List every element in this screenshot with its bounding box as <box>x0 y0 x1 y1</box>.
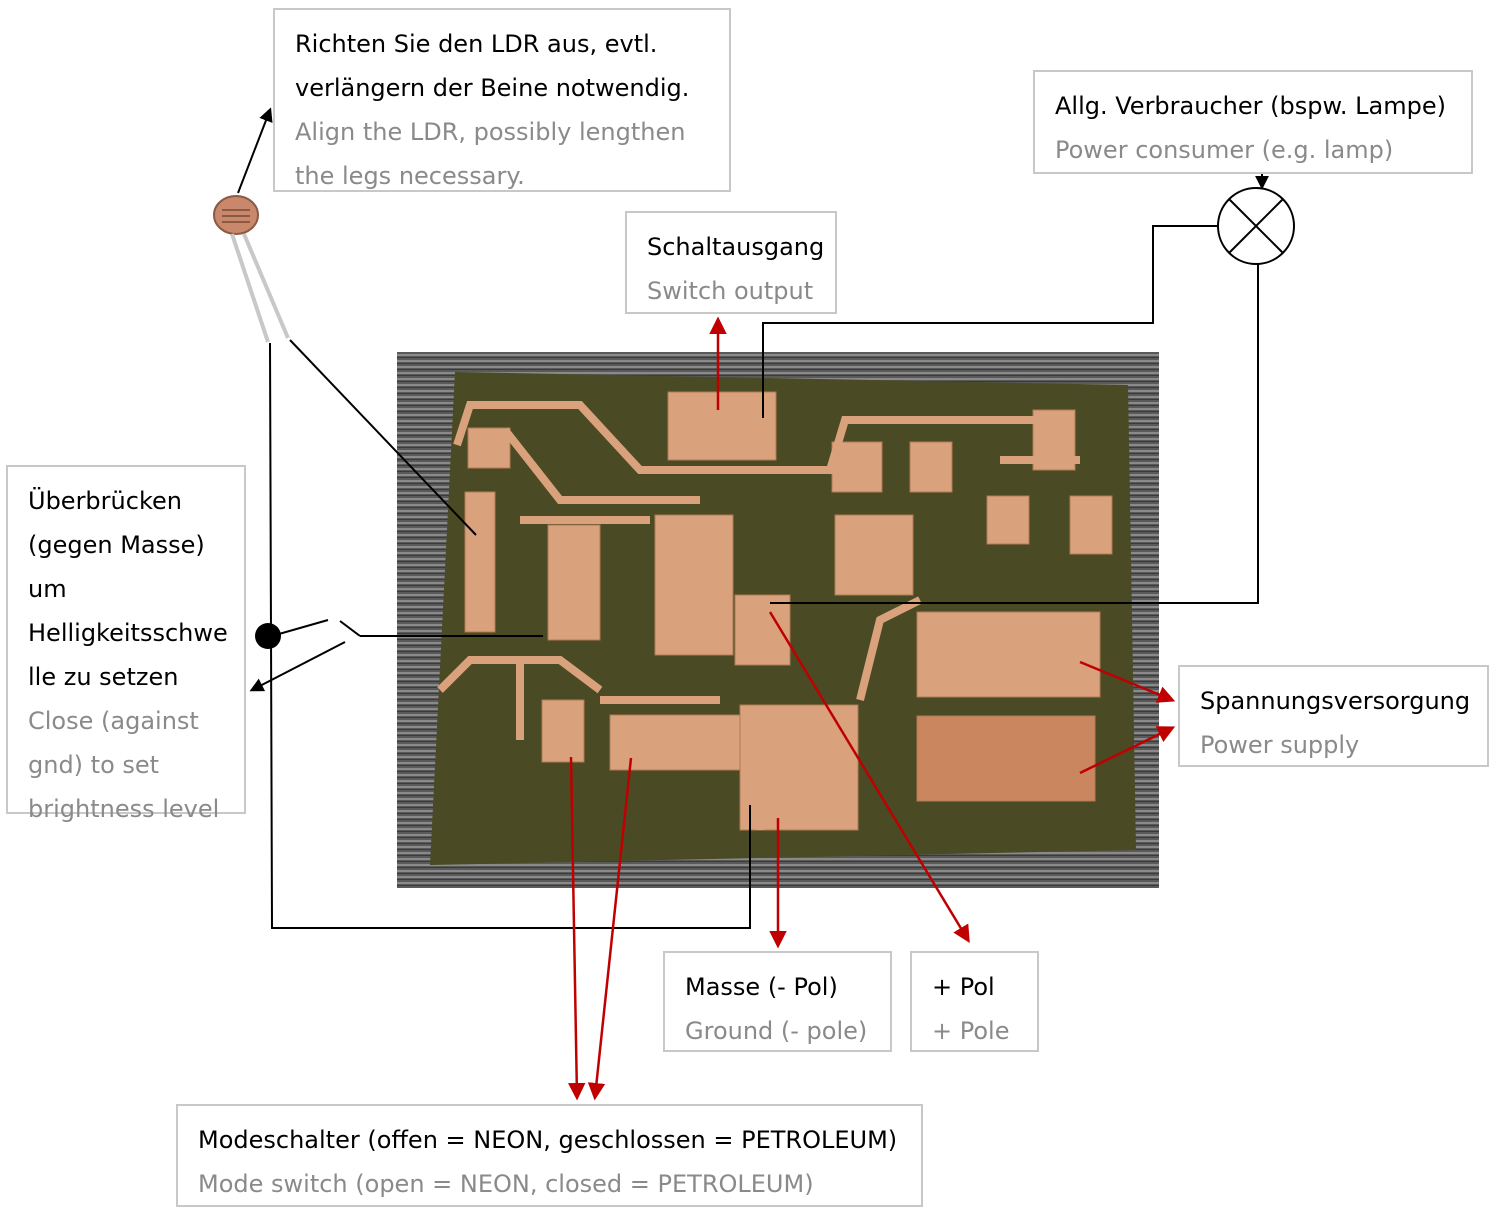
switch-output-label-en: Switch output <box>647 277 814 305</box>
junction-dot <box>255 623 281 649</box>
ldr-label-de: Richten Sie den LDR aus, evtl. verlänger… <box>295 30 690 102</box>
ground-label-en: Ground (- pole) <box>685 1017 868 1045</box>
bridge-label-box: Überbrücken (gegen Masse) um Helligkeits… <box>6 465 246 823</box>
copper-traces <box>437 401 1080 830</box>
switch-output-label-box: Schaltausgang Switch output <box>625 211 837 314</box>
bridge-label-de: Überbrücken (gegen Masse) um Helligkeits… <box>28 487 228 691</box>
pcb-photo <box>397 352 1159 888</box>
mode-label-de: Modeschalter (offen = NEON, geschlossen … <box>198 1126 898 1154</box>
consumer-label-en: Power consumer (e.g. lamp) <box>1055 136 1394 164</box>
ldr-component <box>213 195 290 343</box>
bridge-label-en: Close (against gnd) to set brightness le… <box>28 707 220 823</box>
ground-label-de: Masse (- Pol) <box>685 973 838 1001</box>
mode-label-en: Mode switch (open = NEON, closed = PETRO… <box>198 1170 814 1198</box>
ground-label-box: Masse (- Pol) Ground (- pole) <box>663 951 892 1052</box>
ldr-label-en: Align the LDR, possibly lengthen the leg… <box>295 118 686 190</box>
plus-label-en: + Pole <box>932 1017 1010 1045</box>
power-supply-label-de: Spannungsversorgung <box>1200 687 1471 715</box>
consumer-label-de: Allg. Verbraucher (bspw. Lampe) <box>1055 92 1446 120</box>
plus-label-de: + Pol <box>932 973 995 1001</box>
power-supply-label-en: Power supply <box>1200 731 1360 759</box>
red-arrows <box>568 316 1176 1101</box>
lamp-symbol-icon <box>1217 187 1295 265</box>
ldr-label-box: Richten Sie den LDR aus, evtl. verlänger… <box>273 8 731 192</box>
switch-output-label-de: Schaltausgang <box>647 233 825 261</box>
plus-label-box: + Pol + Pole <box>910 951 1039 1052</box>
mode-label-box: Modeschalter (offen = NEON, geschlossen … <box>176 1104 923 1207</box>
power-supply-label-box: Spannungsversorgung Power supply <box>1178 665 1489 767</box>
consumer-label-box: Allg. Verbraucher (bspw. Lampe) Power co… <box>1033 70 1473 174</box>
